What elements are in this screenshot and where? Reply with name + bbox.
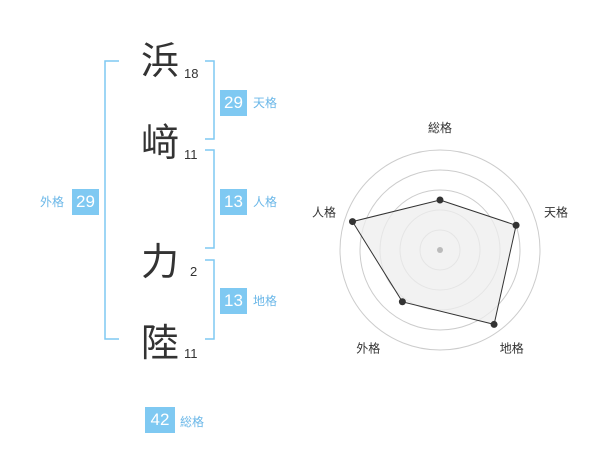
radar-axis-label-4: 人格 — [312, 204, 336, 219]
given-char-1-strokes: 2 — [190, 264, 198, 279]
soukaku-value: 42 — [145, 407, 175, 433]
gaikaku-value: 29 — [72, 189, 99, 215]
surname-char-1-strokes: 18 — [184, 66, 199, 81]
radar-axis-label-1: 天格 — [544, 204, 568, 219]
given-char-1: 力 — [141, 240, 180, 284]
jinkaku-label: 人格 — [253, 195, 278, 209]
surname-char-2: 﨑 — [141, 121, 180, 165]
radar-axis-label-2: 地格 — [500, 341, 524, 356]
radar-point-3 — [398, 298, 406, 306]
radar-ring-5 — [339, 149, 541, 351]
radar-series-polygon — [351, 199, 517, 326]
soukaku-label: 総格 — [180, 415, 205, 429]
given-char-2-strokes: 11 — [184, 346, 198, 361]
chikaku-label: 地格 — [253, 294, 278, 308]
gaikaku-bracket — [104, 60, 119, 340]
radar-point-0 — [436, 196, 444, 204]
radar-center-dot — [437, 247, 443, 253]
gaikaku-label: 外格 — [40, 195, 65, 209]
radar-ring-4 — [359, 169, 521, 331]
chikaku-value: 13 — [220, 288, 247, 314]
surname-char-1: 浜 — [141, 39, 180, 83]
jinkaku-value: 13 — [220, 189, 247, 215]
radar-point-4 — [349, 218, 357, 226]
radar-point-1 — [512, 221, 520, 229]
radar-point-2 — [490, 320, 498, 328]
chikaku-bracket — [205, 259, 215, 340]
jinkaku-bracket — [205, 149, 215, 249]
radar-axis-label-3: 外格 — [356, 341, 380, 356]
tenkaku-bracket — [205, 60, 215, 140]
surname-char-2-strokes: 11 — [184, 147, 198, 162]
tenkaku-label: 天格 — [253, 96, 278, 110]
given-char-2: 陸 — [141, 321, 180, 365]
tenkaku-value: 29 — [220, 90, 247, 116]
radar-axis-label-0: 総格 — [428, 120, 452, 135]
